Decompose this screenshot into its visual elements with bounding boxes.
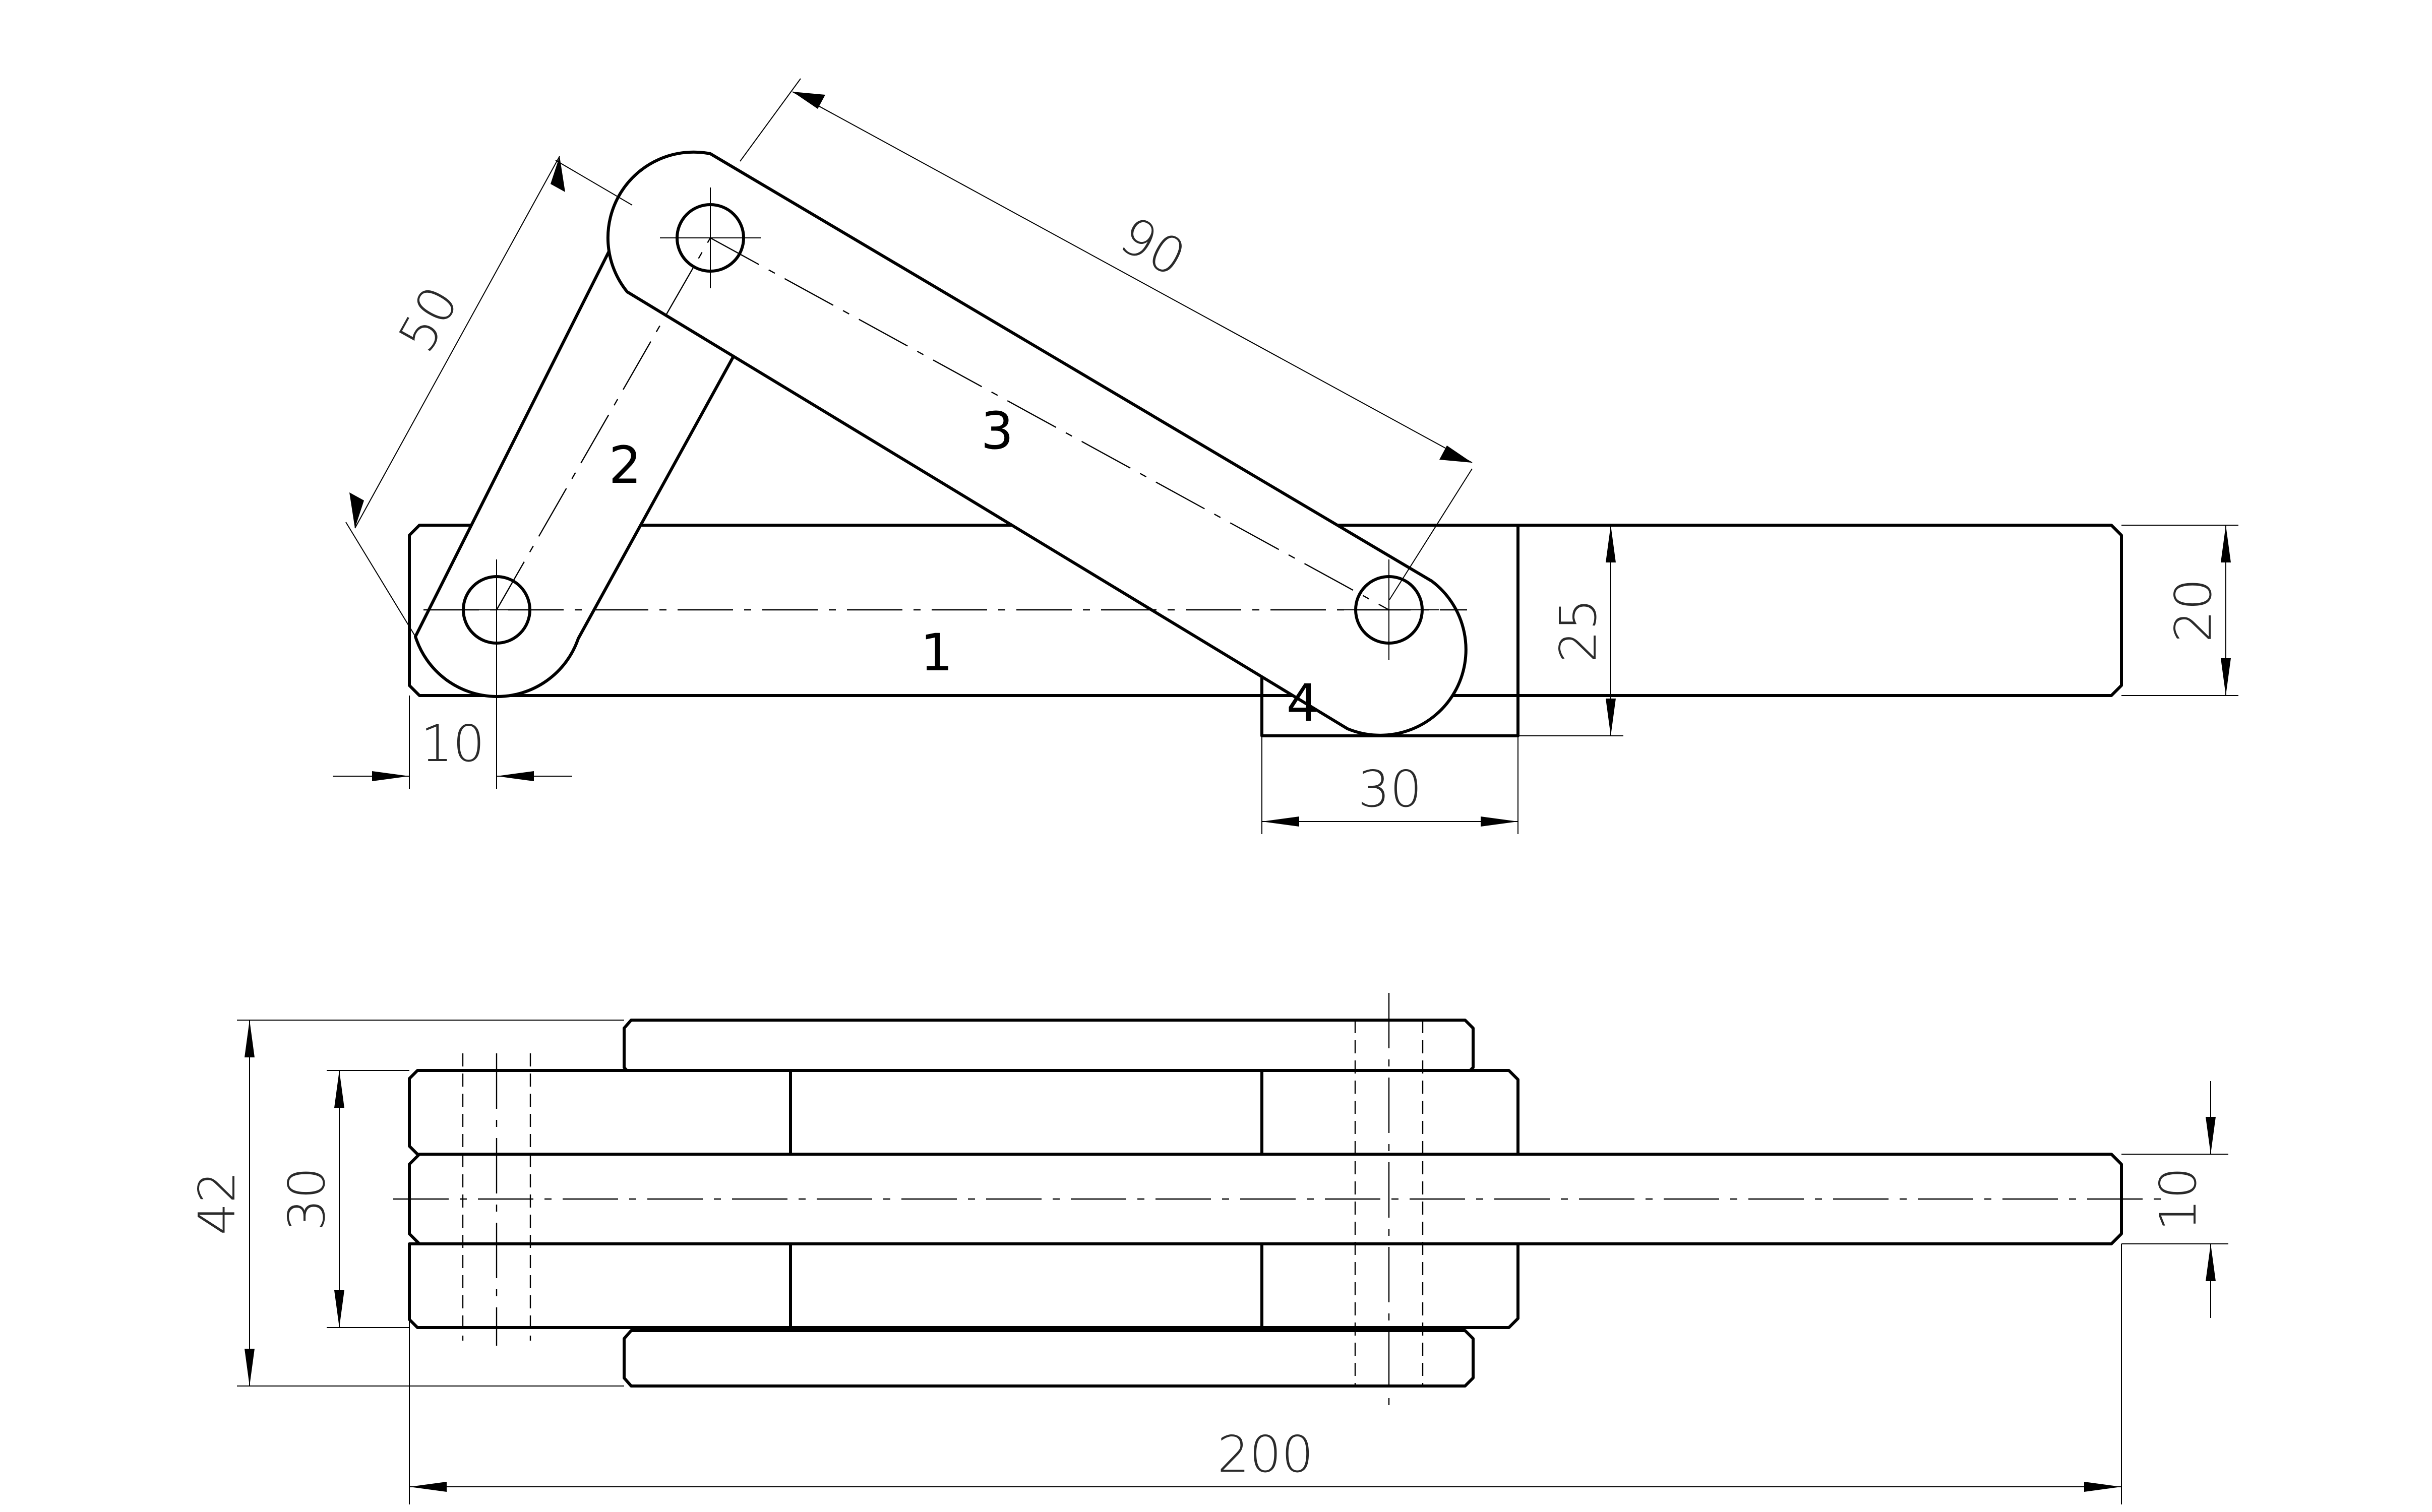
part-3-long-link — [606, 150, 1468, 737]
top-link-2-upper — [408, 1069, 1519, 1156]
dim-pin-offset-10: 10 — [333, 645, 572, 789]
centerline-link-2 — [496, 237, 711, 610]
svg-text:50: 50 — [387, 277, 470, 361]
top-link-2-lower — [408, 1242, 1519, 1329]
part-2-short-link — [414, 204, 738, 698]
part-label-2: 2 — [609, 435, 642, 495]
svg-text:30: 30 — [277, 1167, 336, 1231]
dim-overall-height-42: 42 — [188, 1020, 624, 1387]
part-label-1: 1 — [921, 623, 953, 683]
svg-text:30: 30 — [1358, 760, 1422, 818]
svg-text:10: 10 — [420, 714, 484, 773]
svg-text:90: 90 — [1111, 206, 1195, 288]
front-view: 2 3 1 4 50 90 1 — [333, 78, 2238, 834]
svg-text:10: 10 — [2149, 1167, 2208, 1231]
top-view: 42 30 10 200 — [188, 993, 2228, 1504]
dim-slider-width-30: 30 — [1261, 736, 1518, 834]
centerline-link-3 — [710, 237, 1389, 611]
dim-bar-height-20: 20 — [2121, 525, 2238, 696]
top-link-3-upper — [623, 1019, 1475, 1077]
part-label-3: 3 — [981, 401, 1014, 461]
dim-slider-height-25: 25 — [1518, 525, 1623, 736]
svg-text:20: 20 — [2164, 578, 2223, 642]
dim-link-stack-30: 30 — [277, 1070, 409, 1328]
top-link-3-lower — [623, 1329, 1475, 1388]
dim-overall-length-200: 200 — [409, 1244, 2122, 1504]
part-label-4: 4 — [1287, 673, 1319, 733]
svg-text:200: 200 — [1218, 1425, 1314, 1484]
svg-text:42: 42 — [188, 1171, 247, 1235]
dim-bar-thickness-10: 10 — [2121, 1081, 2228, 1318]
svg-text:25: 25 — [1549, 598, 1608, 662]
